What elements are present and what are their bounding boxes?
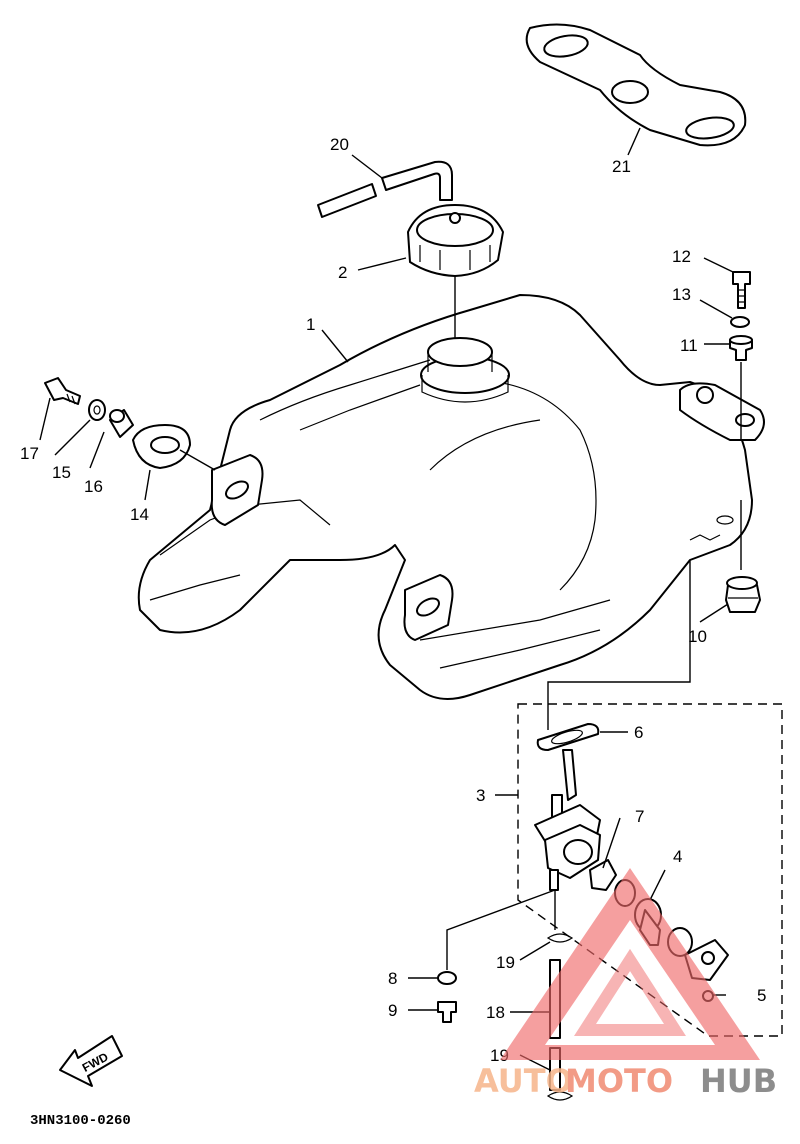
callout-labels: 1 2 3 4 5 6 7 8 9 10 11 12 13 14 15 16 1… [20, 135, 766, 1065]
callout-6: 6 [634, 723, 643, 742]
callout-19-upper: 19 [496, 953, 515, 972]
callout-8: 8 [388, 969, 397, 988]
part-16-collar [109, 409, 134, 438]
part-14-grommet [132, 424, 191, 469]
callout-9: 9 [388, 1001, 397, 1020]
callout-15: 15 [52, 463, 71, 482]
part-10-damper [725, 576, 761, 613]
part-7-cup [589, 859, 617, 891]
callout-5: 5 [757, 986, 766, 1005]
watermark-logo: AUTO MOTO HUB [474, 868, 777, 1100]
callout-13: 13 [672, 285, 691, 304]
part-8-washer [437, 971, 457, 985]
part-13-washer [730, 316, 750, 328]
callout-7: 7 [635, 807, 644, 826]
part-9-screw [437, 1001, 457, 1023]
part-3-fuel-cock [534, 749, 601, 891]
callout-16: 16 [84, 477, 103, 496]
part-19-clip-upper [546, 933, 574, 943]
callout-18: 18 [486, 1003, 505, 1022]
part-17-bolt [44, 377, 81, 405]
part-2-fuel-cap [407, 204, 504, 277]
callout-12: 12 [672, 247, 691, 266]
part-12-bolt [732, 271, 751, 309]
callout-4: 4 [673, 847, 682, 866]
assembly-3-boundary [517, 703, 783, 1037]
forward-arrow-icon: FWD [59, 1035, 123, 1087]
callout-11: 11 [680, 336, 698, 355]
part-6-gasket [536, 723, 600, 751]
leader-lines [39, 127, 742, 1071]
part-15-washer [88, 399, 106, 421]
part-11-collar [729, 335, 753, 361]
callout-1: 1 [306, 315, 315, 334]
part-21-pad [525, 23, 747, 147]
part-20-hose [317, 160, 453, 218]
callout-21: 21 [612, 157, 631, 176]
callout-3: 3 [476, 786, 485, 805]
part-1-fuel-tank [137, 294, 765, 700]
watermark-text-auto: AUTO [474, 1062, 573, 1100]
callout-10: 10 [688, 627, 707, 646]
watermark-text-hub: HUB [700, 1062, 777, 1100]
watermark-text-moto: MOTO [565, 1062, 673, 1100]
callout-19-lower: 19 [490, 1046, 509, 1065]
callout-2: 2 [338, 263, 347, 282]
watermark-triangle-icon [500, 868, 760, 1060]
callout-20: 20 [330, 135, 349, 154]
drawing-code: 3HN3100-0260 [30, 1113, 131, 1129]
callout-17: 17 [20, 444, 39, 463]
callout-14: 14 [130, 505, 149, 524]
